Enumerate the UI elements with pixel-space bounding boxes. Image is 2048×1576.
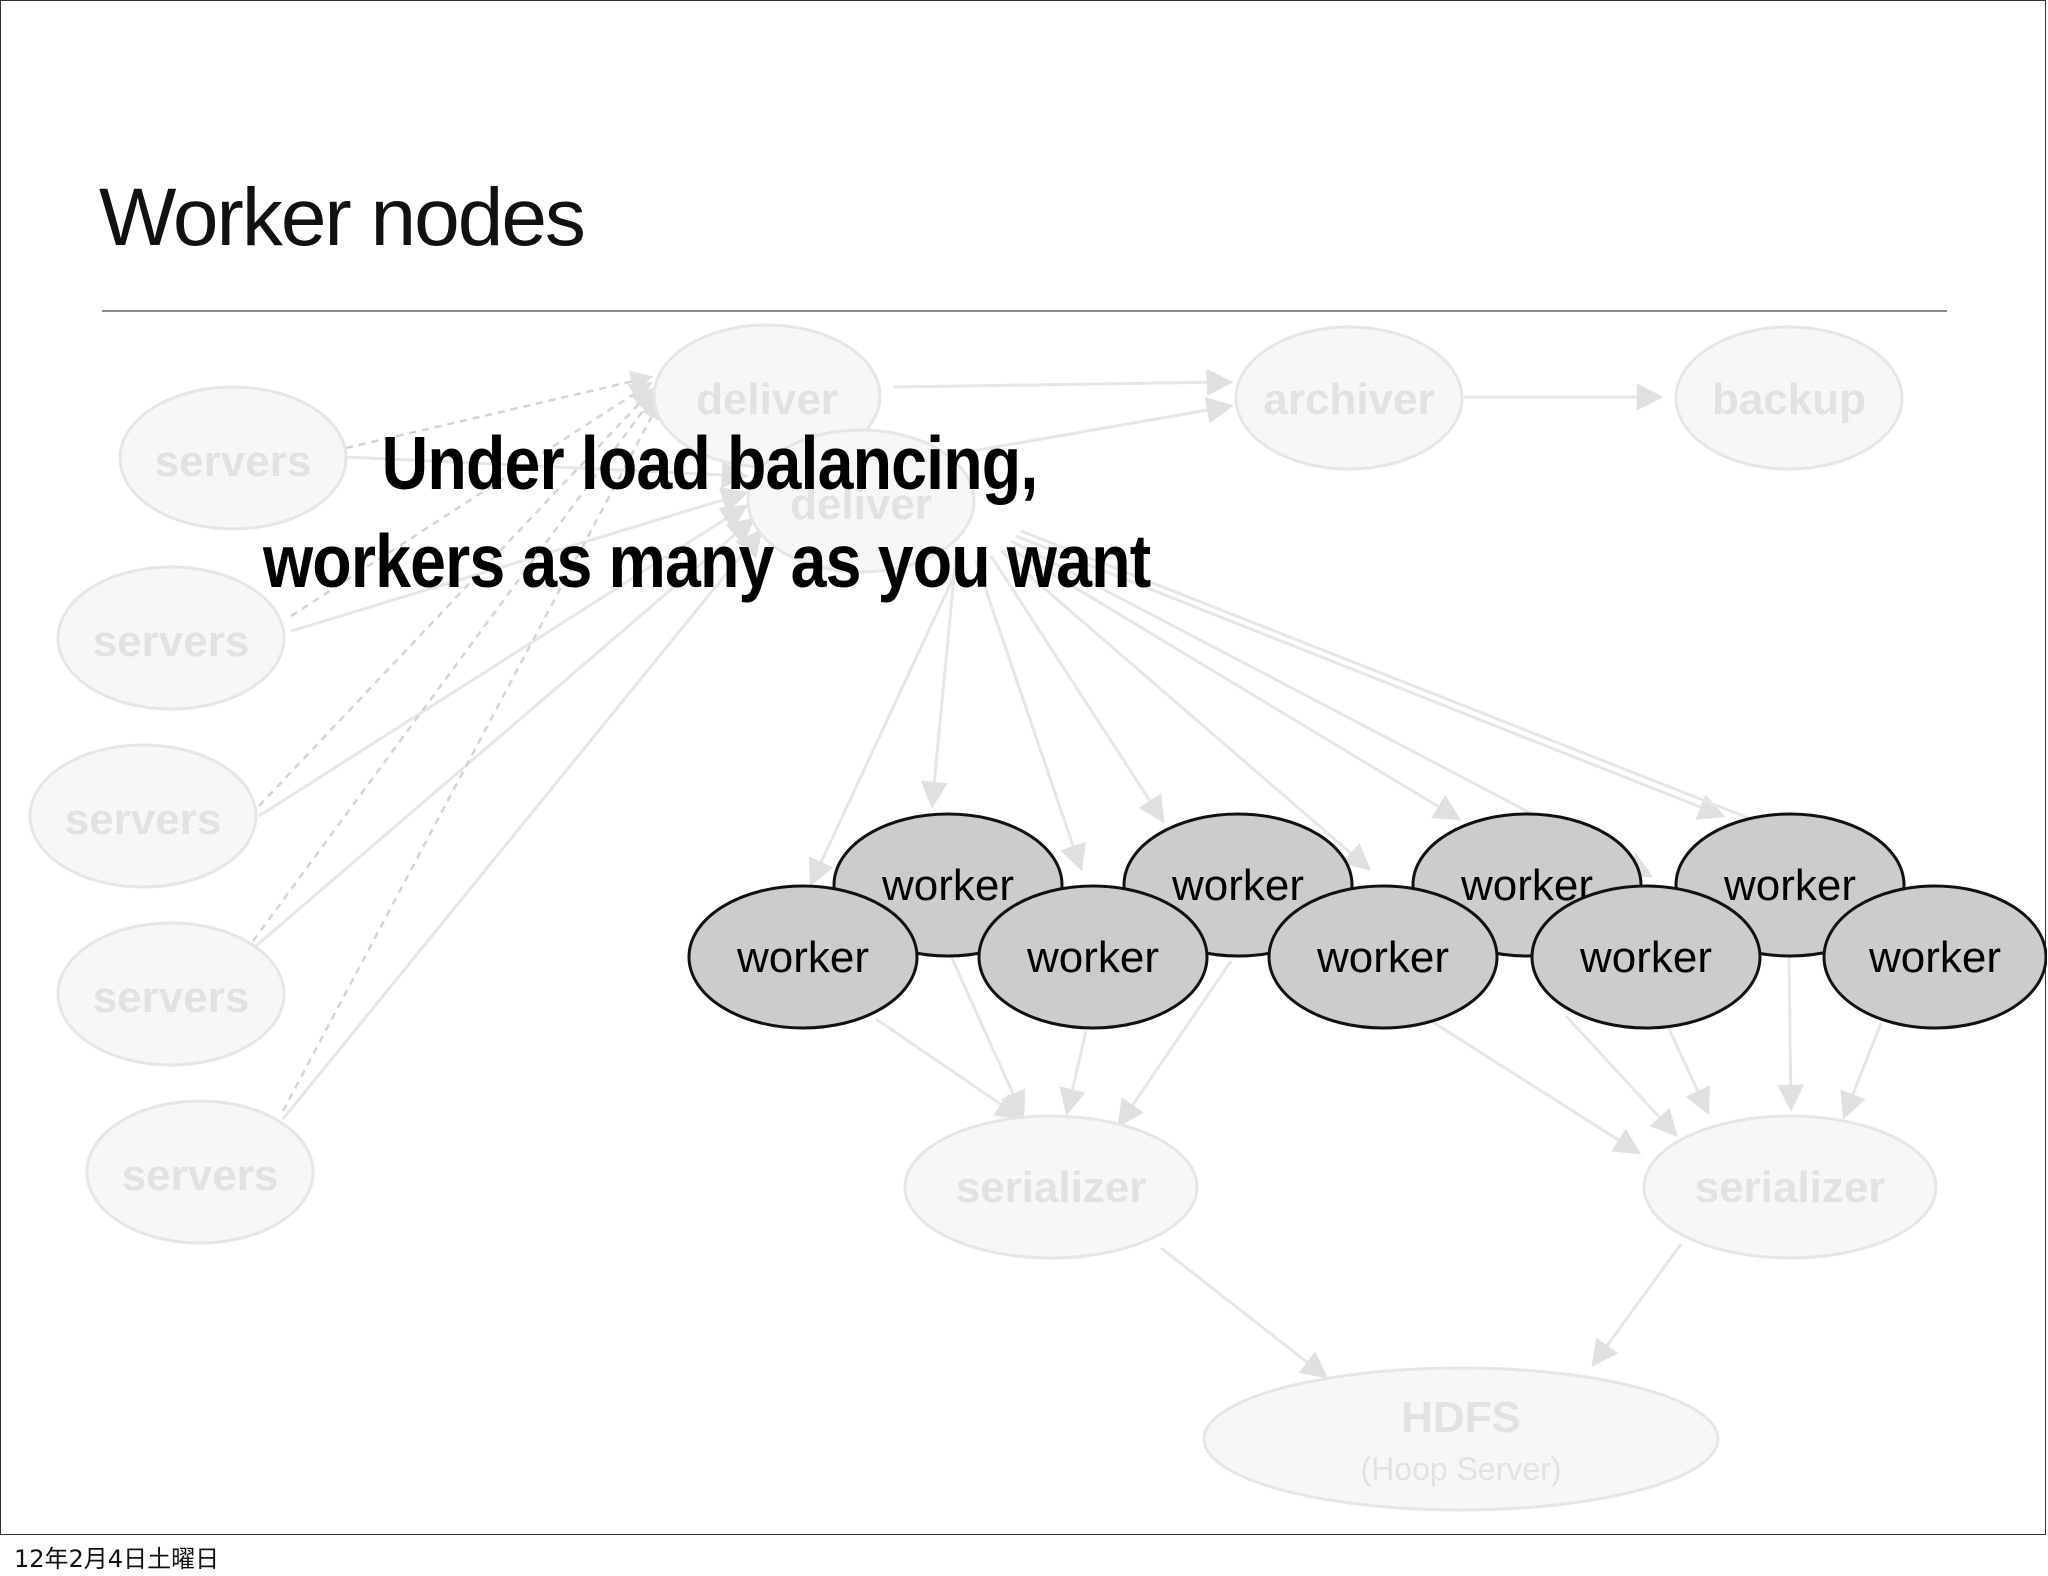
footer-date: 12年2月4日土曜日 — [14, 1545, 220, 1573]
archiver-node — [1234, 325, 1464, 471]
worker-label: worker — [1723, 861, 1856, 910]
edge — [1059, 1030, 1088, 1116]
deliver-node — [746, 428, 976, 574]
deliver-label: deliver — [790, 480, 932, 529]
worker-label: worker — [1026, 933, 1159, 982]
slide: Worker nodes — [0, 0, 2047, 1535]
servers-label: servers — [122, 1151, 279, 1200]
edge — [989, 555, 1165, 824]
worker-label: worker — [881, 861, 1014, 910]
serializer-label: serializer — [1695, 1163, 1886, 1212]
servers-node — [56, 565, 286, 711]
servers-label: servers — [155, 437, 312, 486]
deliver-label: deliver — [696, 375, 838, 424]
edge — [1777, 955, 1805, 1112]
edge — [1015, 534, 1726, 820]
worker-node: worker — [687, 884, 919, 1030]
headline-line-1: Under load balancing, — [381, 421, 1039, 505]
hdfs-sublabel: (Hoop Server) — [1361, 1451, 1562, 1487]
edge — [1667, 1028, 1711, 1116]
serializer-node — [1642, 1114, 1938, 1260]
edge — [920, 555, 958, 809]
worker-node: worker — [1822, 884, 2047, 1030]
worker-label: worker — [1579, 933, 1712, 982]
edge — [1000, 549, 1372, 871]
edge — [949, 955, 1026, 1119]
edge — [290, 487, 749, 633]
servers-label: servers — [93, 973, 250, 1022]
worker-node: worker — [977, 884, 1209, 1030]
worker-label: worker — [1171, 861, 1304, 910]
faded-nodes — [28, 323, 1938, 1512]
servers-label: servers — [93, 617, 250, 666]
faded-edges — [255, 368, 1906, 1379]
worker-label: worker — [1868, 933, 2001, 982]
edge — [1160, 1246, 1329, 1379]
edge — [1840, 1022, 1883, 1120]
serializer-node — [903, 1114, 1199, 1260]
hdfs-label: HDFS — [1401, 1393, 1521, 1442]
edge — [974, 560, 1086, 872]
edge — [258, 387, 655, 807]
faded-dashed-edges — [251, 370, 663, 1112]
edge — [875, 1017, 1024, 1120]
title-divider — [102, 310, 1947, 312]
backup-node — [1674, 325, 1904, 471]
edge — [1591, 1243, 1683, 1368]
slide-title: Worker nodes — [99, 172, 586, 263]
serializer-label: serializer — [956, 1163, 1147, 1212]
backup-label: backup — [1712, 375, 1866, 424]
worker-label: worker — [736, 933, 869, 982]
edge — [960, 396, 1234, 455]
edge — [1430, 1019, 1642, 1155]
edge — [345, 370, 654, 450]
worker-node: worker — [1267, 884, 1499, 1030]
headline-line-2: workers as many as you want — [263, 519, 1151, 603]
servers-node — [118, 385, 348, 531]
edge — [893, 368, 1234, 396]
architecture-diagram: servers servers servers servers servers … — [28, 323, 2047, 1512]
hdfs-node — [1202, 1366, 1720, 1512]
headline: Under load balancing, workers as many as… — [263, 414, 1209, 610]
servers-node — [85, 1099, 315, 1245]
edge — [251, 391, 658, 942]
servers-node — [56, 921, 286, 1067]
worker-node: worker — [1530, 884, 1762, 1030]
servers-node — [28, 743, 258, 889]
archiver-label: archiver — [1263, 375, 1434, 424]
edge — [345, 455, 749, 489]
edge — [258, 504, 749, 818]
edge — [281, 397, 663, 1112]
worker-label: worker — [1460, 861, 1593, 910]
edge — [255, 517, 756, 948]
edge — [1005, 544, 1462, 821]
worker-front-row: worker worker worker worker worker — [687, 884, 2047, 1030]
edge — [1117, 960, 1233, 1128]
edge — [290, 381, 653, 618]
edge — [808, 560, 963, 887]
worker-label: worker — [1316, 933, 1449, 982]
servers-label: servers — [65, 795, 222, 844]
faded-labels: servers servers servers servers servers … — [65, 375, 1886, 1487]
edge — [281, 528, 763, 1120]
edge — [1564, 1014, 1678, 1137]
